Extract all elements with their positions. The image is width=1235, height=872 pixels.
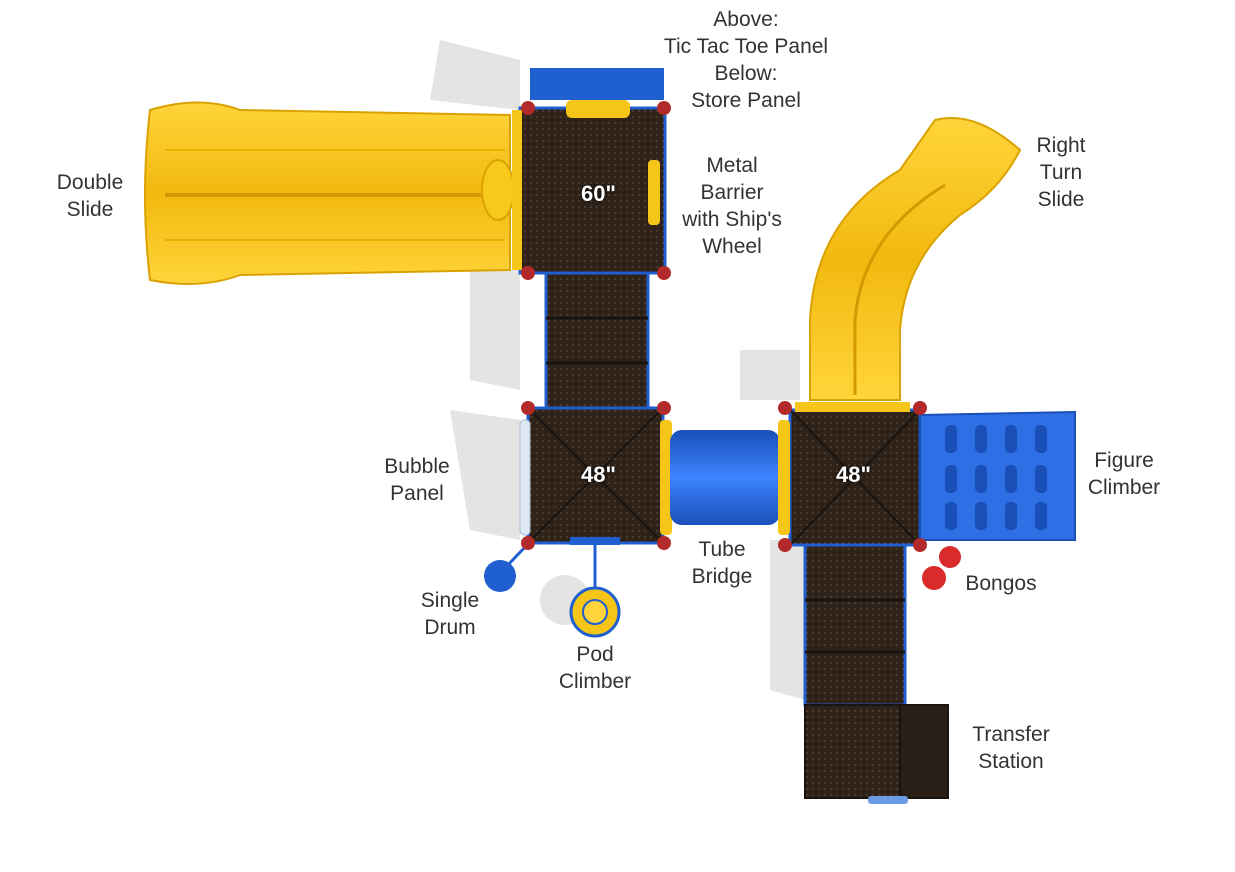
label-bubble-panel: Bubble Panel: [384, 455, 450, 505]
label-metal-barrier: Metal Barrier with Ship's Wheel: [682, 154, 782, 258]
label-right-turn-slide: Right Turn Slide: [1036, 134, 1086, 211]
stairs-top: [544, 271, 650, 410]
label-transfer-station: Transfer Station: [972, 723, 1050, 773]
bongos: [922, 546, 961, 590]
left-deck: [519, 406, 672, 545]
top-deck: [512, 68, 667, 275]
left-deck-height: 48": [581, 462, 616, 487]
post-clamps: [521, 101, 927, 552]
figure-climber: [919, 410, 1076, 541]
right-deck-height: 48": [836, 462, 871, 487]
right-turn-slide: [809, 117, 1022, 401]
label-tic-tac-toe-store: Above: Tic Tac Toe Panel Below: Store Pa…: [663, 8, 829, 112]
label-bongos: Bongos: [965, 572, 1037, 595]
top-deck-height: 60": [581, 181, 616, 206]
tube-bridge: [670, 430, 780, 525]
label-pod-climber: Pod Climber: [558, 643, 632, 693]
transfer-station: [804, 704, 949, 804]
single-drum: [484, 543, 529, 592]
shadow: [430, 40, 805, 700]
pod-climber: [569, 545, 621, 638]
double-slide: [144, 101, 515, 285]
label-figure-climber: Figure Climber: [1087, 449, 1161, 499]
label-tube-bridge: Tube Bridge: [691, 538, 753, 588]
label-single-drum: Single Drum: [420, 589, 480, 639]
stairs-bottom: [803, 543, 907, 707]
label-double-slide: Double Slide: [56, 171, 124, 221]
